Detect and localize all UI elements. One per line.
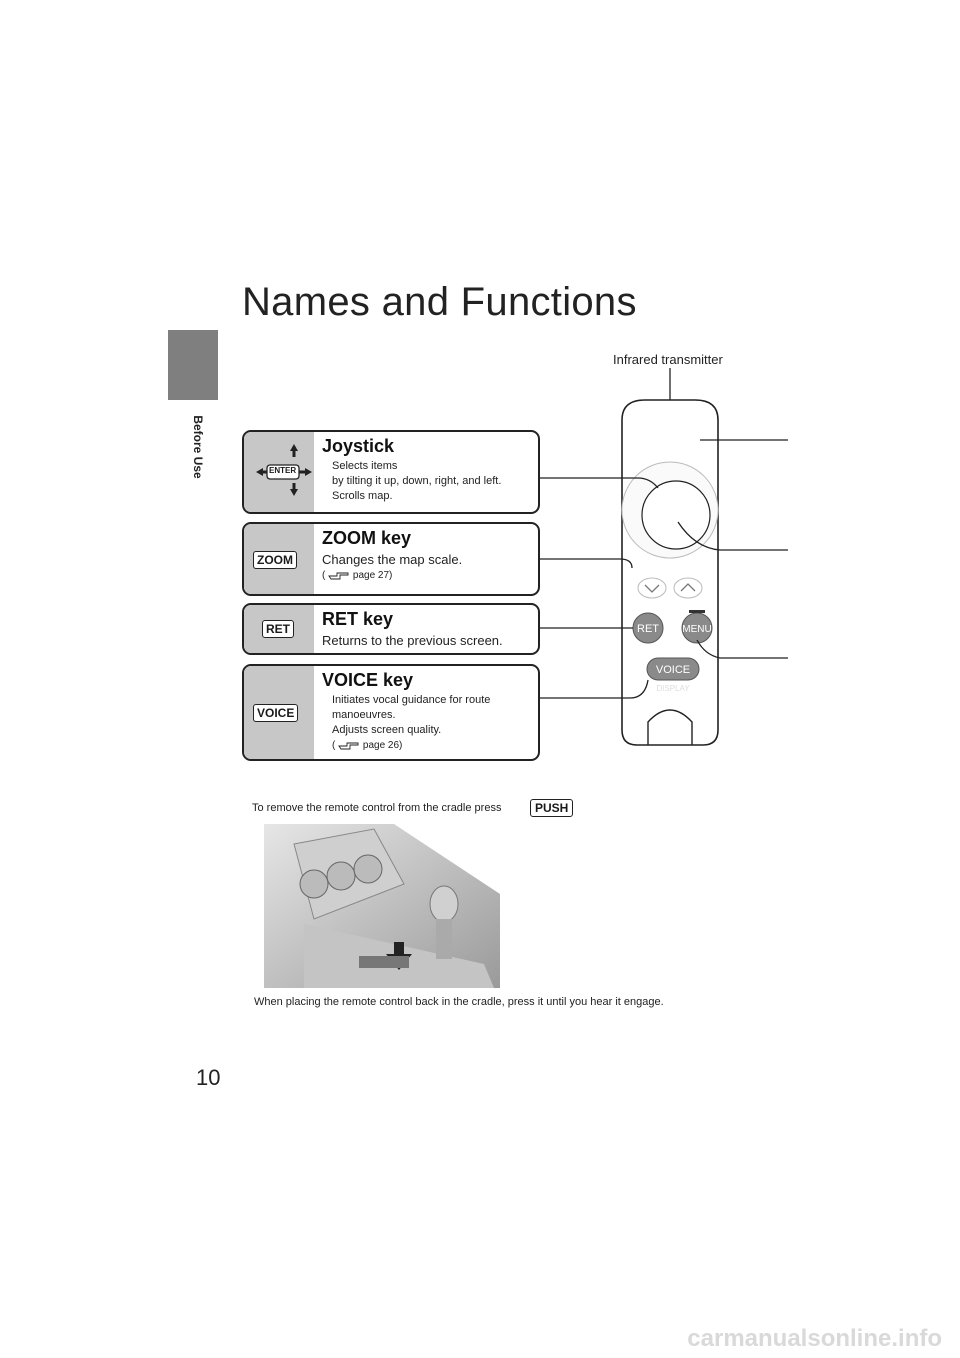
- watermark: carmanualsonline.info: [687, 1325, 942, 1352]
- ret-desc: Returns to the previous screen.: [322, 633, 503, 648]
- joystick-card: ENTER Joystick Selects items by tilting …: [242, 430, 540, 514]
- ret-card: RET RET key Returns to the previous scre…: [242, 603, 540, 655]
- ret-tag: RET: [262, 620, 294, 638]
- joystick-title: Joystick: [322, 436, 395, 456]
- voice-ref: ( page 26): [332, 740, 403, 751]
- joystick-line-3: Scrolls map.: [332, 490, 393, 502]
- pointing-hand-icon: [338, 742, 359, 750]
- remote-menu-label: MENU: [682, 624, 711, 635]
- zoom-ref: ( page 27): [322, 570, 393, 581]
- remote-ret-label: RET: [637, 623, 659, 635]
- remote-voice-label: VOICE: [656, 664, 690, 676]
- remove-instruction: To remove the remote control from the cr…: [252, 802, 502, 814]
- remote-display-label: DISPLAY: [656, 684, 690, 693]
- zoom-desc: Changes the map scale.: [322, 552, 463, 567]
- voice-tag: VOICE: [253, 704, 299, 722]
- voice-card: VOICE VOICE key Initiates vocal guidance…: [242, 664, 540, 761]
- section-label: Before Use: [191, 415, 205, 479]
- push-tag: PUSH: [530, 799, 574, 817]
- infrared-label: Infrared transmitter: [613, 352, 723, 367]
- joystick-arrows-icon: [256, 444, 312, 496]
- joystick-line-1: Selects items: [332, 460, 398, 472]
- voice-line-2: manoeuvres.: [332, 709, 396, 721]
- page-title: Names and Functions: [242, 280, 637, 324]
- voice-title: VOICE key: [322, 670, 414, 690]
- ret-title: RET key: [322, 609, 394, 629]
- enter-tag: ENTER: [269, 466, 297, 475]
- pointing-hand-icon: [328, 572, 349, 580]
- place-instruction: When placing the remote control back in …: [254, 996, 664, 1008]
- zoom-tag: ZOOM: [253, 551, 297, 569]
- voice-line-3: Adjusts screen quality.: [332, 724, 442, 736]
- joystick-line-2: by tilting it up, down, right, and left.: [332, 475, 502, 487]
- page-number: 10: [196, 1065, 221, 1090]
- voice-line-1: Initiates vocal guidance for route: [332, 694, 491, 706]
- zoom-title: ZOOM key: [322, 528, 412, 548]
- section-tab: [168, 330, 218, 400]
- remote-control-illustration: RET MENU VOICE DISPLAY: [540, 368, 788, 746]
- console-illustration: [264, 824, 500, 988]
- zoom-card: ZOOM ZOOM key Changes the map scale. ( p…: [242, 522, 540, 596]
